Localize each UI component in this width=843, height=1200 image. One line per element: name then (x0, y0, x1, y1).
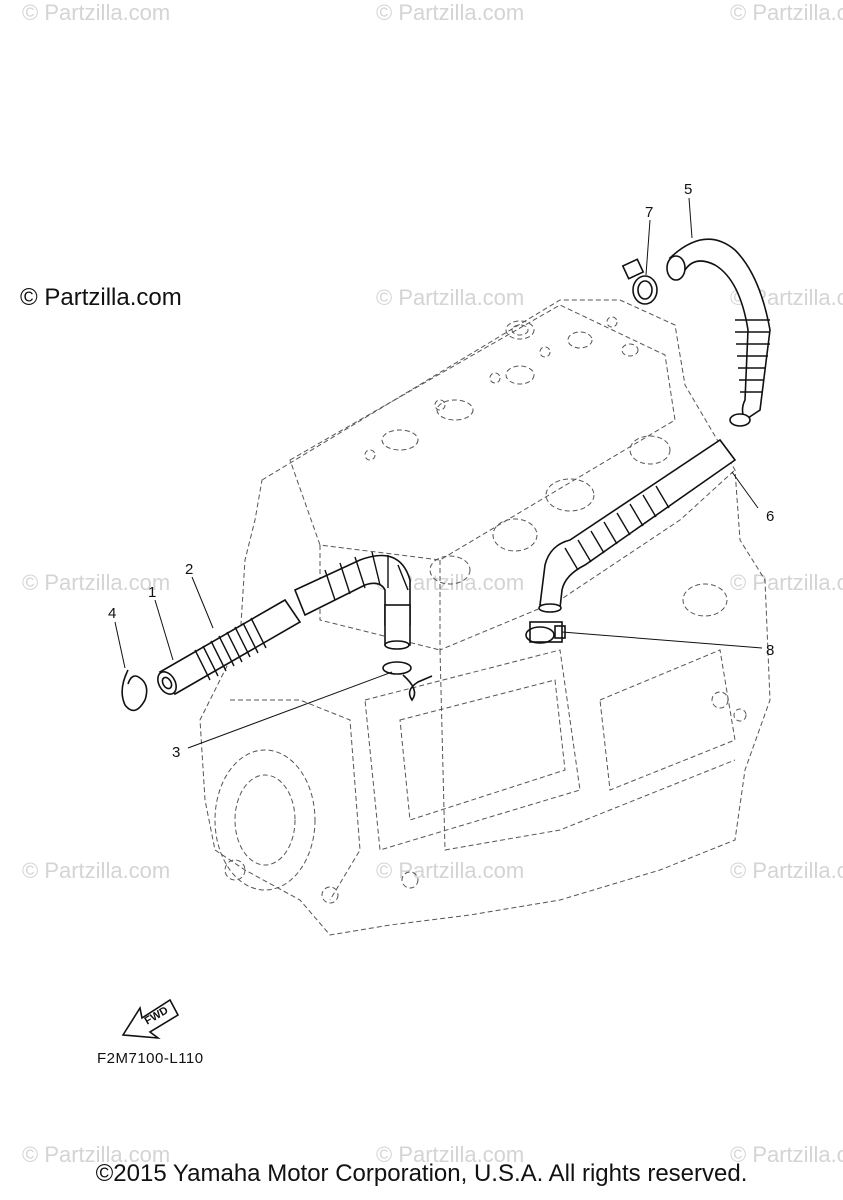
leader-4 (114, 621, 126, 669)
leader-2 (191, 576, 214, 629)
watermark: © Partzilla.com (730, 858, 843, 883)
wire-clip-small (402, 674, 433, 702)
callout-4: 4 (108, 605, 117, 622)
leader-7 (645, 219, 651, 276)
hose-clamp-top (621, 258, 658, 305)
watermark: © Partzilla.com (376, 285, 525, 310)
callout-5: 5 (684, 181, 693, 198)
forward-arrow-icon (121, 998, 180, 1040)
engine-block-outline (199, 299, 771, 936)
watermark: © Partzilla.com (376, 858, 525, 883)
watermark: © Partzilla.com (22, 858, 171, 883)
leader-8 (561, 631, 763, 649)
watermark: © Partzilla.com (376, 1142, 525, 1167)
watermark: © Partzilla.com (22, 570, 171, 595)
wire-clip (121, 669, 148, 712)
brand-watermark: © Partzilla.com (20, 284, 182, 311)
hose-clamp-lower (525, 621, 566, 644)
hose-assembly-left (157, 551, 411, 696)
watermark: © Partzilla.com (730, 1142, 843, 1167)
hose-right-lower (538, 438, 737, 613)
o-ring (382, 661, 412, 675)
watermark: © Partzilla.com (376, 0, 525, 25)
callout-6: 6 (766, 508, 775, 525)
watermark: © Partzilla.com (22, 0, 171, 25)
leader-3 (187, 671, 393, 749)
leader-6 (731, 471, 759, 509)
callout-7: 7 (645, 204, 654, 221)
watermark: © Partzilla.com (730, 0, 843, 25)
callout-3: 3 (172, 744, 181, 761)
callout-2: 2 (185, 561, 194, 578)
hose-upper-right (666, 238, 771, 427)
leader-1 (154, 599, 174, 661)
watermark: © Partzilla.com (22, 1142, 171, 1167)
callout-1: 1 (148, 584, 157, 601)
watermark: © Partzilla.com (730, 570, 843, 595)
callout-8: 8 (766, 642, 775, 659)
leader-5 (688, 197, 693, 239)
diagram-code: F2M7100-L110 (97, 1050, 204, 1067)
copyright-notice: ©2015 Yamaha Motor Corporation, U.S.A. A… (95, 1160, 748, 1187)
